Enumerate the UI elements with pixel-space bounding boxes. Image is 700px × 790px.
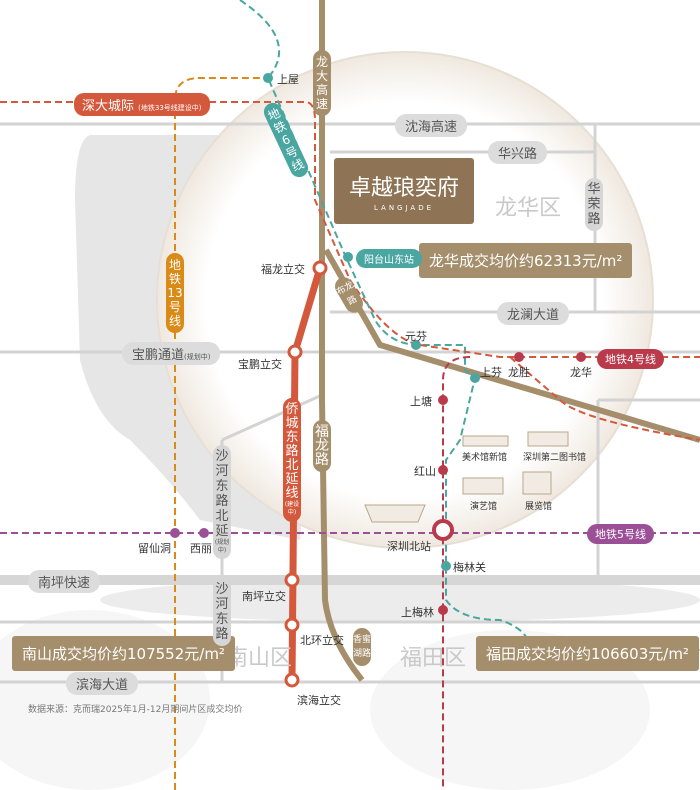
- line-qiaocheng-label: 侨城东路北延线(建设中): [283, 398, 301, 522]
- interchange-baopeng: 宝鹏立交: [238, 358, 282, 371]
- interchange-fulong: 福龙立交: [261, 263, 305, 276]
- station-longsheng: 龙胜: [508, 366, 530, 379]
- line-13-label: 地铁13号线: [166, 253, 184, 333]
- road-shahe: 沙河东路: [213, 578, 231, 646]
- grey-band: [100, 578, 700, 622]
- station-shangmeilin: 上梅林: [401, 606, 434, 619]
- line-5-label: 地铁5号线: [587, 524, 654, 544]
- line-intercity-label: 深大城际 (地铁33号线建设中): [74, 93, 210, 116]
- interchange-nanping: 南坪立交: [242, 590, 286, 603]
- district-nanshan: 南山区: [226, 646, 293, 671]
- highlight-circle: [156, 51, 654, 549]
- district-longhua: 龙华区: [495, 196, 562, 221]
- project-logo: 卓越琅奕府 LANGJADE: [334, 158, 474, 224]
- station-shangtang: 上塘: [410, 395, 432, 408]
- price-longhua: 龙华成交均价约62313元/m²: [419, 243, 633, 278]
- roads: [0, 122, 700, 684]
- station-yuanfen: 元芬: [405, 330, 427, 343]
- road-binhai: 滨海大道: [66, 672, 139, 695]
- road-huaxing: 华兴路: [488, 141, 548, 164]
- road-shenhai: 沈海高速: [395, 114, 468, 137]
- landmark-art: 美术馆新馆: [462, 453, 508, 463]
- road-huarong: 华荣路: [585, 178, 603, 231]
- interchange-binhai: 滨海立交: [297, 694, 341, 707]
- station-xili: 西丽: [190, 542, 212, 555]
- price-nanshan: 南山成交均价约107552元/m²: [12, 636, 235, 671]
- station-yangtaishan: 阳台山东站: [356, 249, 422, 268]
- road-shahe-north: 沙河东路北延(规划中): [213, 445, 231, 559]
- station-longhua: 龙华: [570, 366, 592, 379]
- road-xiangmihu: 香蜜湖路: [353, 628, 371, 666]
- road-nanping: 南坪快速: [28, 570, 101, 593]
- district-futian: 福田区: [400, 646, 467, 671]
- landmark-icons: [364, 431, 569, 523]
- line-4-branch: [442, 356, 471, 790]
- station-meilinguan: 梅林关: [453, 561, 486, 574]
- line-6: [239, 0, 700, 651]
- data-source: 数据来源：克而瑞2025年1月-12月期间片区成交均价: [28, 705, 243, 715]
- station-shangwu: 上屋: [277, 73, 299, 86]
- road-fulong: 福龙路: [313, 420, 331, 472]
- station-shangfen: 上芬: [480, 366, 502, 379]
- station-szbei: 深圳北站: [387, 540, 431, 553]
- interchange-markers: [284, 260, 328, 688]
- line-4-label: 地铁4号线: [597, 349, 664, 369]
- station-hongshan: 红山: [414, 465, 436, 478]
- interchange-beihuan: 北环立交: [300, 634, 344, 647]
- road-baopeng: 宝鹏通道(规划中): [122, 342, 221, 365]
- price-futian: 福田成交均价约106603元/m²: [476, 636, 699, 671]
- road-longda: 龙大高速: [313, 50, 331, 116]
- landmark-exhibition: 展览馆: [525, 502, 553, 512]
- line-13: [174, 77, 262, 790]
- landmark-theatre: 演艺馆: [470, 502, 498, 512]
- road-longlan: 龙澜大道: [497, 302, 570, 325]
- station-liuxiandong: 留仙洞: [138, 542, 171, 555]
- landmark-library: 深圳第二图书馆: [523, 453, 587, 463]
- station-markers: [170, 73, 586, 615]
